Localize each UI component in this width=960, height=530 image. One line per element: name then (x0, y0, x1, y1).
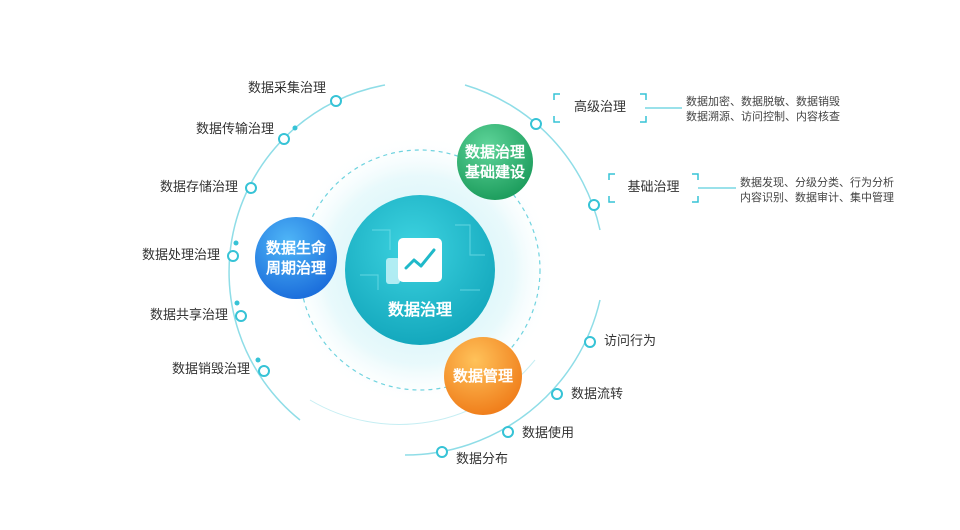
trend-chart-icon (386, 238, 442, 284)
management-line1: 数据管理 (452, 367, 513, 385)
management-nodes (436, 336, 596, 458)
management-bubble-shape (444, 337, 522, 415)
basic-governance-desc: 数据发现、分级分类、行为分析 内容识别、数据审计、集中管理 (740, 175, 894, 205)
circuit-lines (360, 224, 485, 291)
node-share (235, 310, 247, 322)
node-access (584, 336, 596, 348)
lifecycle-item-process[interactable]: 数据处理治理 (141, 248, 220, 263)
infrastructure-line1: 数据治理 (464, 143, 525, 161)
advanced-governance-label[interactable]: 高级治理 (573, 100, 626, 115)
infrastructure-line2: 基础建设 (464, 163, 525, 181)
basic-desc-line1: 数据发现、分级分类、行为分析 (740, 176, 894, 189)
node-store (245, 182, 257, 194)
node-use (502, 426, 514, 438)
lifecycle-line1: 数据生命 (265, 239, 326, 257)
lifecycle-bubble[interactable]: 数据生命 周期治理 (255, 217, 337, 299)
node-flow (551, 388, 563, 400)
node-destroy (258, 365, 270, 377)
node-transfer (278, 133, 290, 145)
basic-desc-line2: 内容识别、数据审计、集中管理 (740, 191, 894, 204)
advanced-governance-desc: 数据加密、数据脱敏、数据销毁 数据溯源、访问控制、内容核查 (686, 94, 840, 124)
lifecycle-dots (233, 125, 298, 363)
infrastructure-bubble-shape (457, 124, 533, 200)
management-item-distribution[interactable]: 数据分布 (456, 452, 509, 467)
lifecycle-item-share[interactable]: 数据共享治理 (149, 308, 228, 323)
node-distribution (436, 446, 448, 458)
advanced-desc-line2: 数据溯源、访问控制、内容核查 (686, 110, 840, 123)
node-collect (330, 95, 342, 107)
infrastructure-nodes (530, 118, 600, 211)
management-bubble[interactable]: 数据管理 (444, 337, 522, 415)
node-advanced (530, 118, 542, 130)
lifecycle-item-collect[interactable]: 数据采集治理 (247, 81, 326, 96)
lifecycle-bubble-shape (255, 217, 337, 299)
lifecycle-nodes (227, 95, 342, 377)
advanced-desc-line1: 数据加密、数据脱敏、数据销毁 (686, 95, 840, 108)
basic-box-frame (608, 173, 699, 203)
lifecycle-item-transfer[interactable]: 数据传输治理 (195, 122, 274, 137)
core-title: 数据治理 (387, 300, 452, 319)
node-basic (588, 199, 600, 211)
infrastructure-bubble[interactable]: 数据治理 基础建设 (457, 124, 533, 200)
advanced-box-frame (553, 93, 647, 123)
management-item-use[interactable]: 数据使用 (522, 426, 575, 441)
lifecycle-line2: 周期治理 (265, 259, 326, 277)
management-item-access[interactable]: 访问行为 (604, 334, 657, 349)
basic-governance-label[interactable]: 基础治理 (627, 180, 680, 195)
lifecycle-arc (228, 84, 386, 421)
management-item-flow[interactable]: 数据流转 (571, 387, 624, 402)
lifecycle-item-destroy[interactable]: 数据销毁治理 (171, 362, 250, 377)
lifecycle-item-store[interactable]: 数据存储治理 (159, 180, 238, 195)
node-process (227, 250, 239, 262)
